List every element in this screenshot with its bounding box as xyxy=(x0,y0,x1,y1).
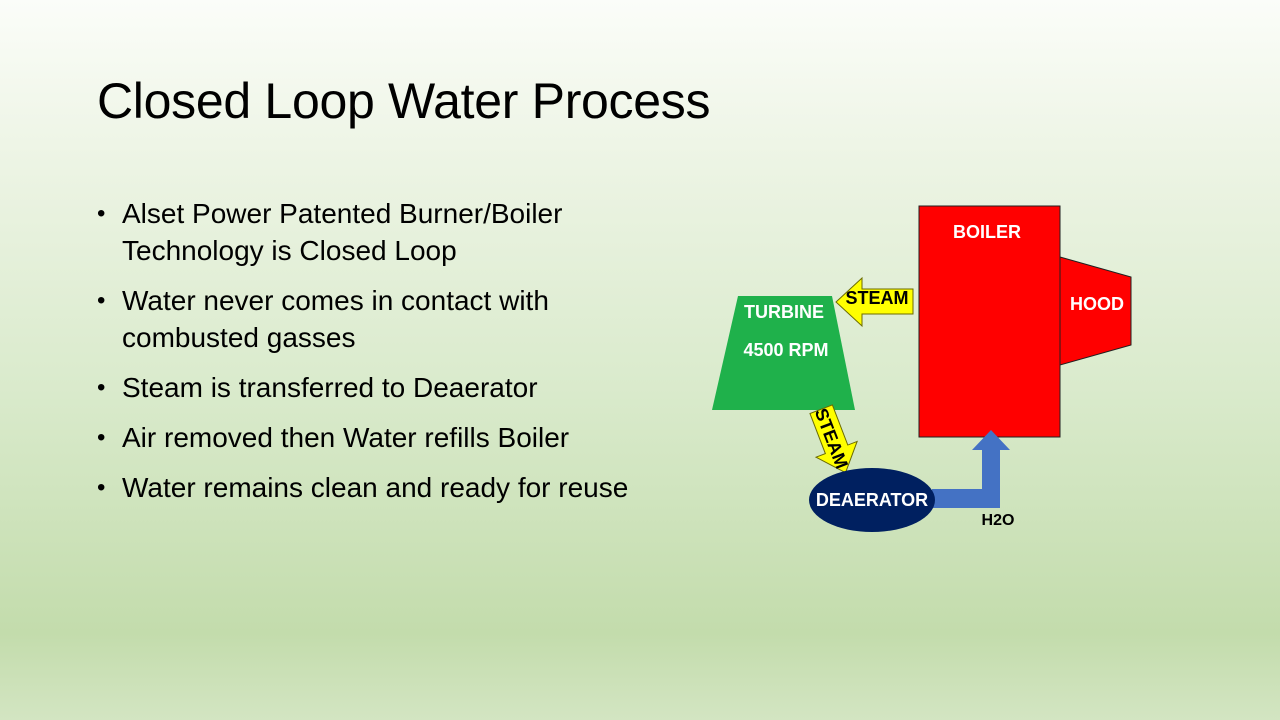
deaerator-label: DEAERATOR xyxy=(816,490,928,510)
steam-arrow-down-group: STEAM xyxy=(809,404,858,474)
water-return-arrow xyxy=(932,430,1010,508)
bullet-text: Steam is transferred to Deaerator xyxy=(122,372,538,403)
turbine-shape xyxy=(712,296,855,410)
h2o-label: H2O xyxy=(982,512,1015,529)
bullet-item: • Water remains clean and ready for reuse xyxy=(97,469,637,506)
boiler-label: BOILER xyxy=(953,222,1021,242)
bullet-text: Water remains clean and ready for reuse xyxy=(122,472,629,503)
bullet-item: • Steam is transferred to Deaerator xyxy=(97,369,637,406)
turbine-label: TURBINE xyxy=(744,302,824,322)
bullet-item: • Alset Power Patented Burner/Boiler Tech… xyxy=(97,195,637,269)
bullet-dot: • xyxy=(97,200,106,227)
bullet-text: Air removed then Water refills Boiler xyxy=(122,422,570,453)
bullet-text: Water never comes in contact with combus… xyxy=(122,285,549,353)
bullet-dot: • xyxy=(97,474,106,501)
steam-arrow-left xyxy=(835,276,914,328)
bullet-list: • Alset Power Patented Burner/Boiler Tech… xyxy=(97,195,637,519)
turbine-speed: 4500 RPM xyxy=(743,340,828,360)
boiler-shape xyxy=(918,205,1061,438)
bullet-dot: • xyxy=(97,374,106,401)
slide-title: Closed Loop Water Process xyxy=(97,73,711,129)
bullet-dot: • xyxy=(97,287,106,314)
bullet-text: Alset Power Patented Burner/Boiler Techn… xyxy=(122,198,563,266)
deaerator-shape xyxy=(809,468,935,532)
bullet-item: • Air removed then Water refills Boiler xyxy=(97,419,637,456)
hood-label: HOOD xyxy=(1070,294,1124,314)
steam-arrow-down xyxy=(809,404,858,474)
steam-label-top: STEAM xyxy=(846,288,909,308)
bullet-item: • Water never comes in contact with combu… xyxy=(97,282,637,356)
bullet-dot: • xyxy=(97,424,106,451)
